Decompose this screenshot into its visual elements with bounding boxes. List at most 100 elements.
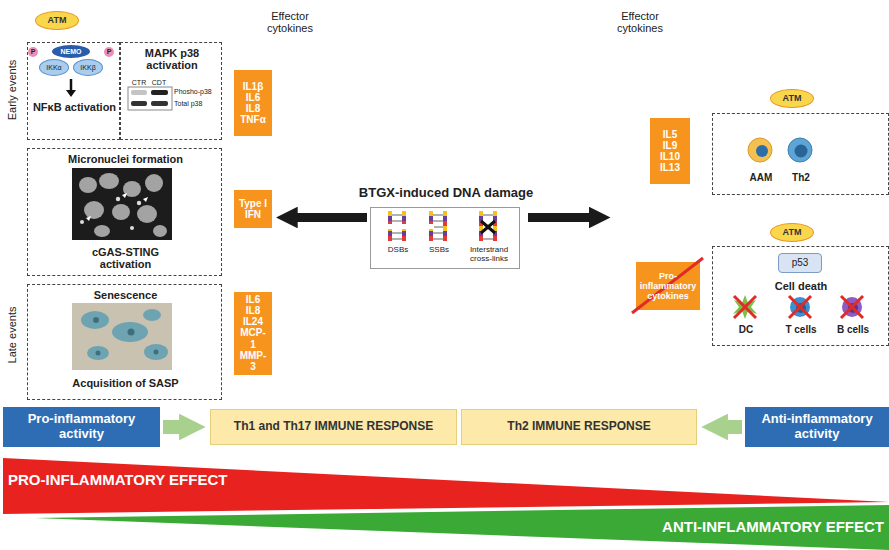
micronuclei-image [94,225,110,237]
box-text: PRO-INFLAMMATORY EFFECT [8,472,308,489]
senescence-image [72,303,172,370]
cytokine-box: IL6 IL8 IL24 MCP-1 MMP-3 [234,292,272,375]
senescence-image [93,317,159,356]
micronuclei-image [72,168,172,240]
box-text: CDT [150,79,168,87]
micronuclei-image [143,197,148,202]
dendritic-cell [733,295,757,319]
aam-cell [756,145,768,157]
dna-crosslink-icon [481,211,495,241]
effect-wedge: ANTI-INFLAMMATORY EFFECT [0,500,889,550]
dna-crosslink-icon [493,211,497,241]
box-text: Th2 [786,172,816,183]
t-cell [790,297,810,317]
wedge-fill [35,505,889,550]
cytokine-box: Pro-inflammatory cytokines [636,262,700,310]
dna-ssb-icon [443,211,447,241]
micronuclei-image [86,216,91,221]
box-text: NFκB activation [32,101,117,113]
western-blot [128,87,172,110]
dna-crosslink-icon [493,211,497,241]
right-arrow [528,217,590,218]
nfkb-arrow [66,79,76,97]
box-text: ATM [48,15,67,25]
b-cell [842,297,862,317]
box-text: Senescence [38,289,213,301]
column-header: Effector cytokines [255,10,325,35]
box-text: BTGX-induced DNA damage [341,186,551,201]
cell-panel: p53Cell deathDCT cellsB cells [712,246,889,346]
micronuclei-image [99,173,119,189]
cell-death-cross [789,296,811,318]
event-panel: SenescenceAcquisition of SASP [27,284,222,400]
aam-cell [748,138,772,162]
th2-cell [795,145,808,158]
activity-box: Anti-inflammatory activity [745,407,889,447]
dna-crosslink-icon [479,211,483,241]
box-text: Th1 and Th17 IMMUNE RESPONSE [234,420,433,433]
ikk-subunit: IKKβ [73,59,103,76]
atm-badge: ATM [35,11,79,30]
box-text: cGAS-STING activation [78,246,173,271]
box-text: Pro-inflammatory cytokines [638,271,698,301]
box-text: IL5 IL9 IL10 IL13 [660,129,680,174]
box-text: CTR [130,79,148,87]
pathway-panel: MAPK p38 activationCTRCDTPhosho-p38Total… [120,42,222,140]
micronuclei-image [79,173,167,237]
aam-cell [748,138,772,162]
cell-death-cross [734,296,863,318]
box-text: IL1β IL6 IL8 TNFα [240,81,266,126]
box-text: ANTI-INFLAMMATORY EFFECT [580,519,884,536]
dna-damage-box: BTGX-induced DNA damageDSBsSSBsInterstra… [370,207,520,269]
dna-ssb-icon [429,211,433,241]
box-text: IKKβ [80,64,95,72]
nemo-ellipse: NEMO [52,45,90,58]
micronuclei-image [80,197,141,230]
dna-ssb-icon [429,211,433,241]
dna-ssb-icon [428,224,434,229]
box-text: Micronuclei formation [38,153,213,165]
box-text: Total p38 [174,100,220,108]
box-text: Acquisition of SASP [38,377,213,389]
p53-box: p53 [778,253,822,273]
micronuclei-image [116,197,120,201]
box-text: ATM [783,93,802,103]
senescence-image [72,303,172,370]
atm-badge: ATM [770,223,814,242]
senescence-image [93,317,99,323]
senescence-image [144,344,168,360]
dna-ssb-icon [429,211,433,241]
activity-box: Pro-inflammatory activity [3,407,160,447]
right-arrow [528,213,590,222]
phospho-mark: P [104,47,114,57]
cytokine-box: IL1β IL6 IL8 TNFα [234,70,272,136]
dendritic-cell [733,295,757,319]
micronuclei-image [86,193,148,221]
cytokine-box: IL5 IL9 IL10 IL13 [650,118,690,184]
event-panel: Micronuclei formation cGAS-STING activati… [27,148,222,276]
micronuclei-image [112,204,130,220]
row-label: Late events [6,307,18,364]
micronuclei-image [145,174,163,192]
box-text: IKKα [46,64,61,72]
dna-dsb-icon [386,224,408,229]
box-text: Phosho-p38 [174,88,220,96]
micronuclei-image [122,193,127,198]
western-blot [128,87,172,110]
effect-wedge: PRO-INFLAMMATORY EFFECT [0,456,889,516]
dna-crosslink-icon [493,211,497,241]
cell-panel: AAMTh2 [712,113,889,195]
flow-arrow [727,420,742,434]
b-cell [842,297,862,317]
micronuclei-image [137,201,141,205]
box-text: IL6 IL8 IL24 MCP-1 MMP-3 [240,294,267,372]
box-text: SSBs [419,246,459,255]
column-header: Effector cytokines [605,10,675,35]
box-text: P [107,48,112,56]
western-blot [151,90,168,95]
senescence-image [96,351,101,356]
atm-badge: ATM [770,89,814,108]
box-text: Cell death [761,280,841,292]
western-blot [131,90,147,95]
micronuclei-image [137,205,157,223]
